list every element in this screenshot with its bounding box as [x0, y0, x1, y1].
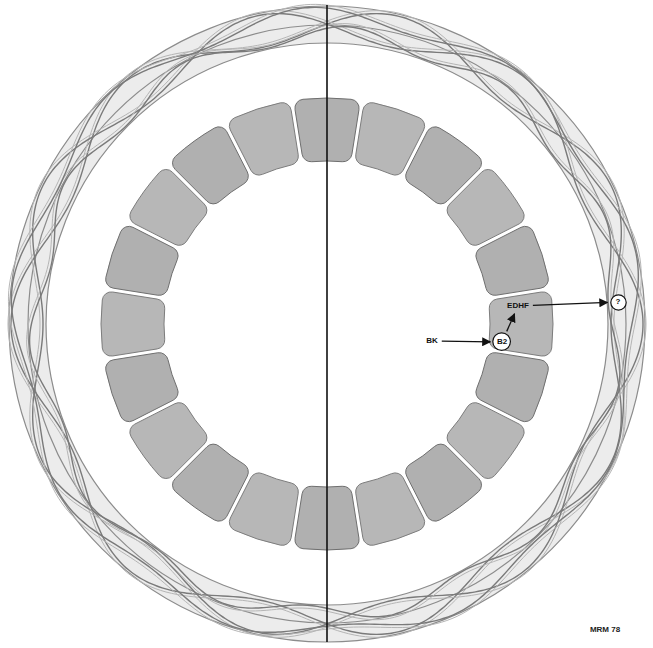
muscle-fiber: [11, 14, 621, 635]
muscle-fiber: [8, 11, 624, 638]
node-label: BK: [424, 335, 440, 347]
node-text: ?: [616, 298, 621, 306]
muscle-boundary: [9, 6, 645, 642]
artist-signature: MRM 78: [590, 626, 620, 634]
muscle-layer: [9, 6, 645, 642]
muscle-fiber: [27, 24, 623, 620]
endothelial-cell: [101, 292, 165, 356]
signal-arrow: [507, 314, 515, 332]
endothelial-cell: [489, 292, 553, 356]
signal-arrow: [533, 302, 608, 305]
muscle-fiber: [8, 4, 641, 635]
signal-arrow: [442, 340, 491, 342]
endothelial-cell: [356, 473, 425, 545]
endothelial-cell: [476, 226, 548, 295]
muscle-fiber: [11, 7, 638, 632]
node-text: BK: [426, 337, 438, 345]
muscle-fiber: [30, 11, 646, 638]
node-text: B2: [497, 338, 507, 346]
section-line: [326, 5, 328, 642]
receptor-circle: B2: [492, 332, 511, 351]
endothelial-cell: [229, 103, 298, 175]
receptor-circle: ?: [610, 294, 627, 311]
endothelial-cell: [106, 353, 178, 422]
node-label: EDHF: [505, 300, 531, 312]
muscle-fiber: [30, 27, 620, 617]
node-text: EDHF: [507, 302, 529, 310]
